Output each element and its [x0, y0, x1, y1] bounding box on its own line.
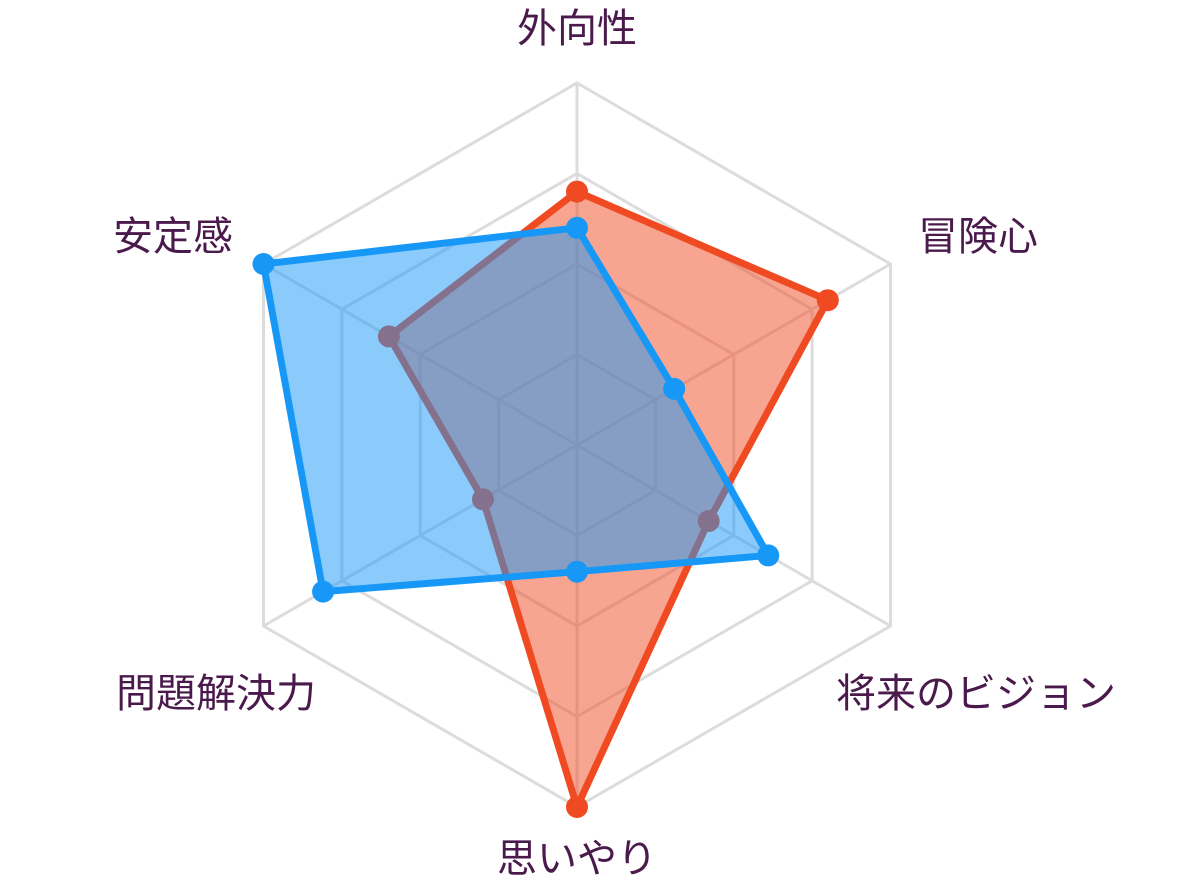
series-blue-point-3[interactable]: [566, 560, 588, 583]
axis-label-0: 外向性: [517, 6, 637, 52]
axis-label-1: 冒険心: [918, 214, 1038, 260]
series-blue-point-2[interactable]: [757, 544, 780, 567]
series-blue-point-1[interactable]: [663, 377, 686, 400]
series-orange-point-1[interactable]: [816, 289, 839, 312]
series-orange-point-3[interactable]: [566, 796, 588, 818]
series-blue-point-5[interactable]: [252, 253, 275, 275]
series-orange-point-0[interactable]: [566, 180, 588, 203]
axis-label-5: 安定感: [113, 214, 233, 260]
series-blue-point-0[interactable]: [566, 216, 588, 239]
series-blue: [252, 216, 780, 603]
axis-label-3: 思いやり: [497, 836, 657, 882]
series-blue-point-4[interactable]: [312, 580, 335, 603]
series-layer: [252, 180, 839, 818]
axis-label-4: 問題解決力: [116, 671, 316, 717]
axis-label-2: 将来のビジョン: [836, 671, 1116, 717]
